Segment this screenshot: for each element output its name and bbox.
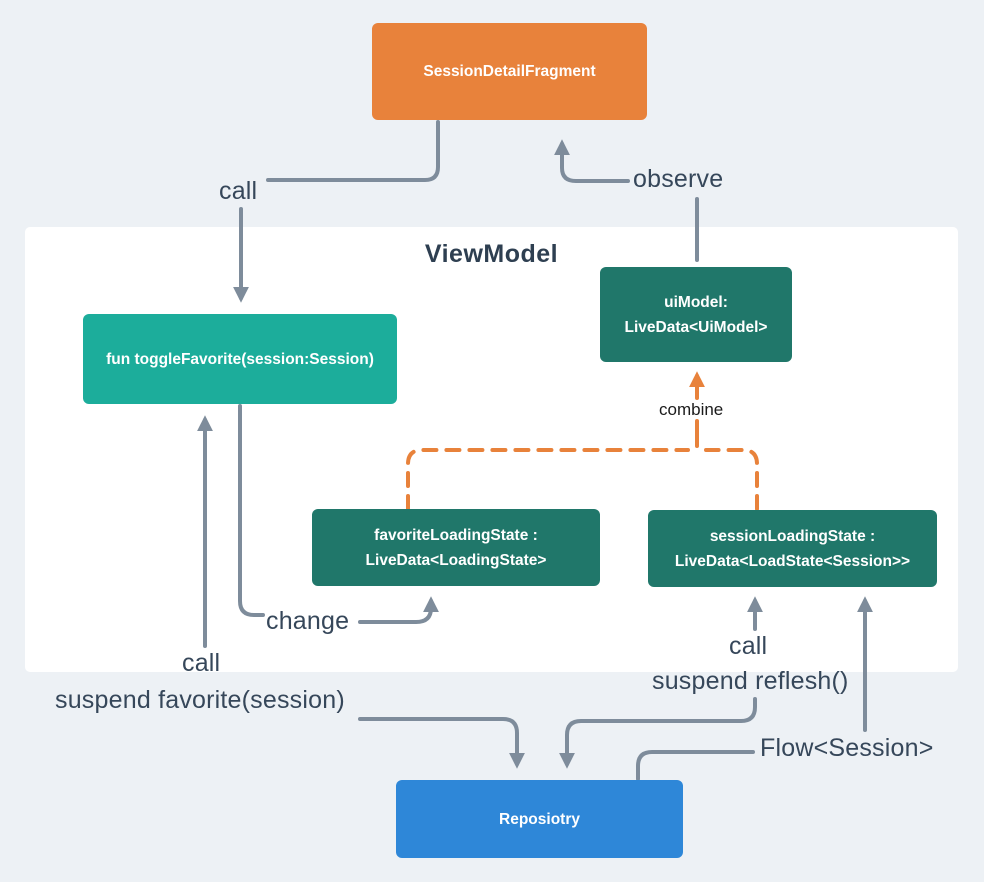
viewmodel-container	[25, 227, 958, 672]
node-uimodel: uiModel: LiveData<UiModel>	[600, 267, 792, 362]
edge-label-change: change	[266, 607, 350, 635]
edge-label-suspend-favorite: suspend favorite(session)	[55, 686, 345, 714]
edge-fragment-to-call	[266, 120, 440, 182]
node-session-loading-state: sessionLoadingState : LiveData<LoadState…	[648, 510, 937, 587]
edge-label-call-top: call	[219, 177, 258, 205]
node-toggle-favorite: fun toggleFavorite(session:Session)	[83, 314, 397, 404]
edge-suspendreflesh-to-repository-arrow	[559, 697, 757, 769]
edge-label-observe: observe	[633, 165, 724, 193]
node-toggle-favorite-label: fun toggleFavorite(session:Session)	[106, 350, 374, 368]
node-session-loading-state-line1: sessionLoadingState :	[709, 527, 876, 545]
viewmodel-title: ViewModel	[424, 240, 559, 268]
node-session-detail-fragment-label: SessionDetailFragment	[423, 63, 596, 80]
node-uimodel-line2: LiveData<UiModel>	[624, 318, 768, 336]
edge-label-call-left: call	[182, 649, 221, 677]
node-uimodel-line1: uiModel:	[664, 293, 728, 311]
edge-flowsession-to-repository	[636, 750, 755, 781]
node-session-loading-state-line2: LiveData<LoadState<Session>>	[674, 552, 911, 570]
edge-label-flow-session: Flow<Session>	[760, 734, 934, 762]
node-repository-label: Reposiotry	[499, 810, 580, 828]
node-favorite-loading-state-line2: LiveData<LoadingState>	[365, 551, 547, 569]
edge-label-combine: combine	[659, 400, 724, 419]
node-favorite-loading-state: favoriteLoadingState : LiveData<LoadingS…	[312, 509, 600, 586]
edge-label-suspend-reflesh: suspend reflesh()	[652, 667, 849, 695]
node-session-detail-fragment: SessionDetailFragment	[372, 23, 647, 120]
node-repository: Reposiotry	[396, 780, 683, 858]
edge-label-call-right: call	[729, 632, 768, 660]
edge-observe-to-fragment-arrow	[554, 139, 630, 183]
node-favorite-loading-state-line1: favoriteLoadingState :	[374, 526, 538, 544]
edge-suspendfavorite-to-repository-arrow	[358, 717, 525, 769]
